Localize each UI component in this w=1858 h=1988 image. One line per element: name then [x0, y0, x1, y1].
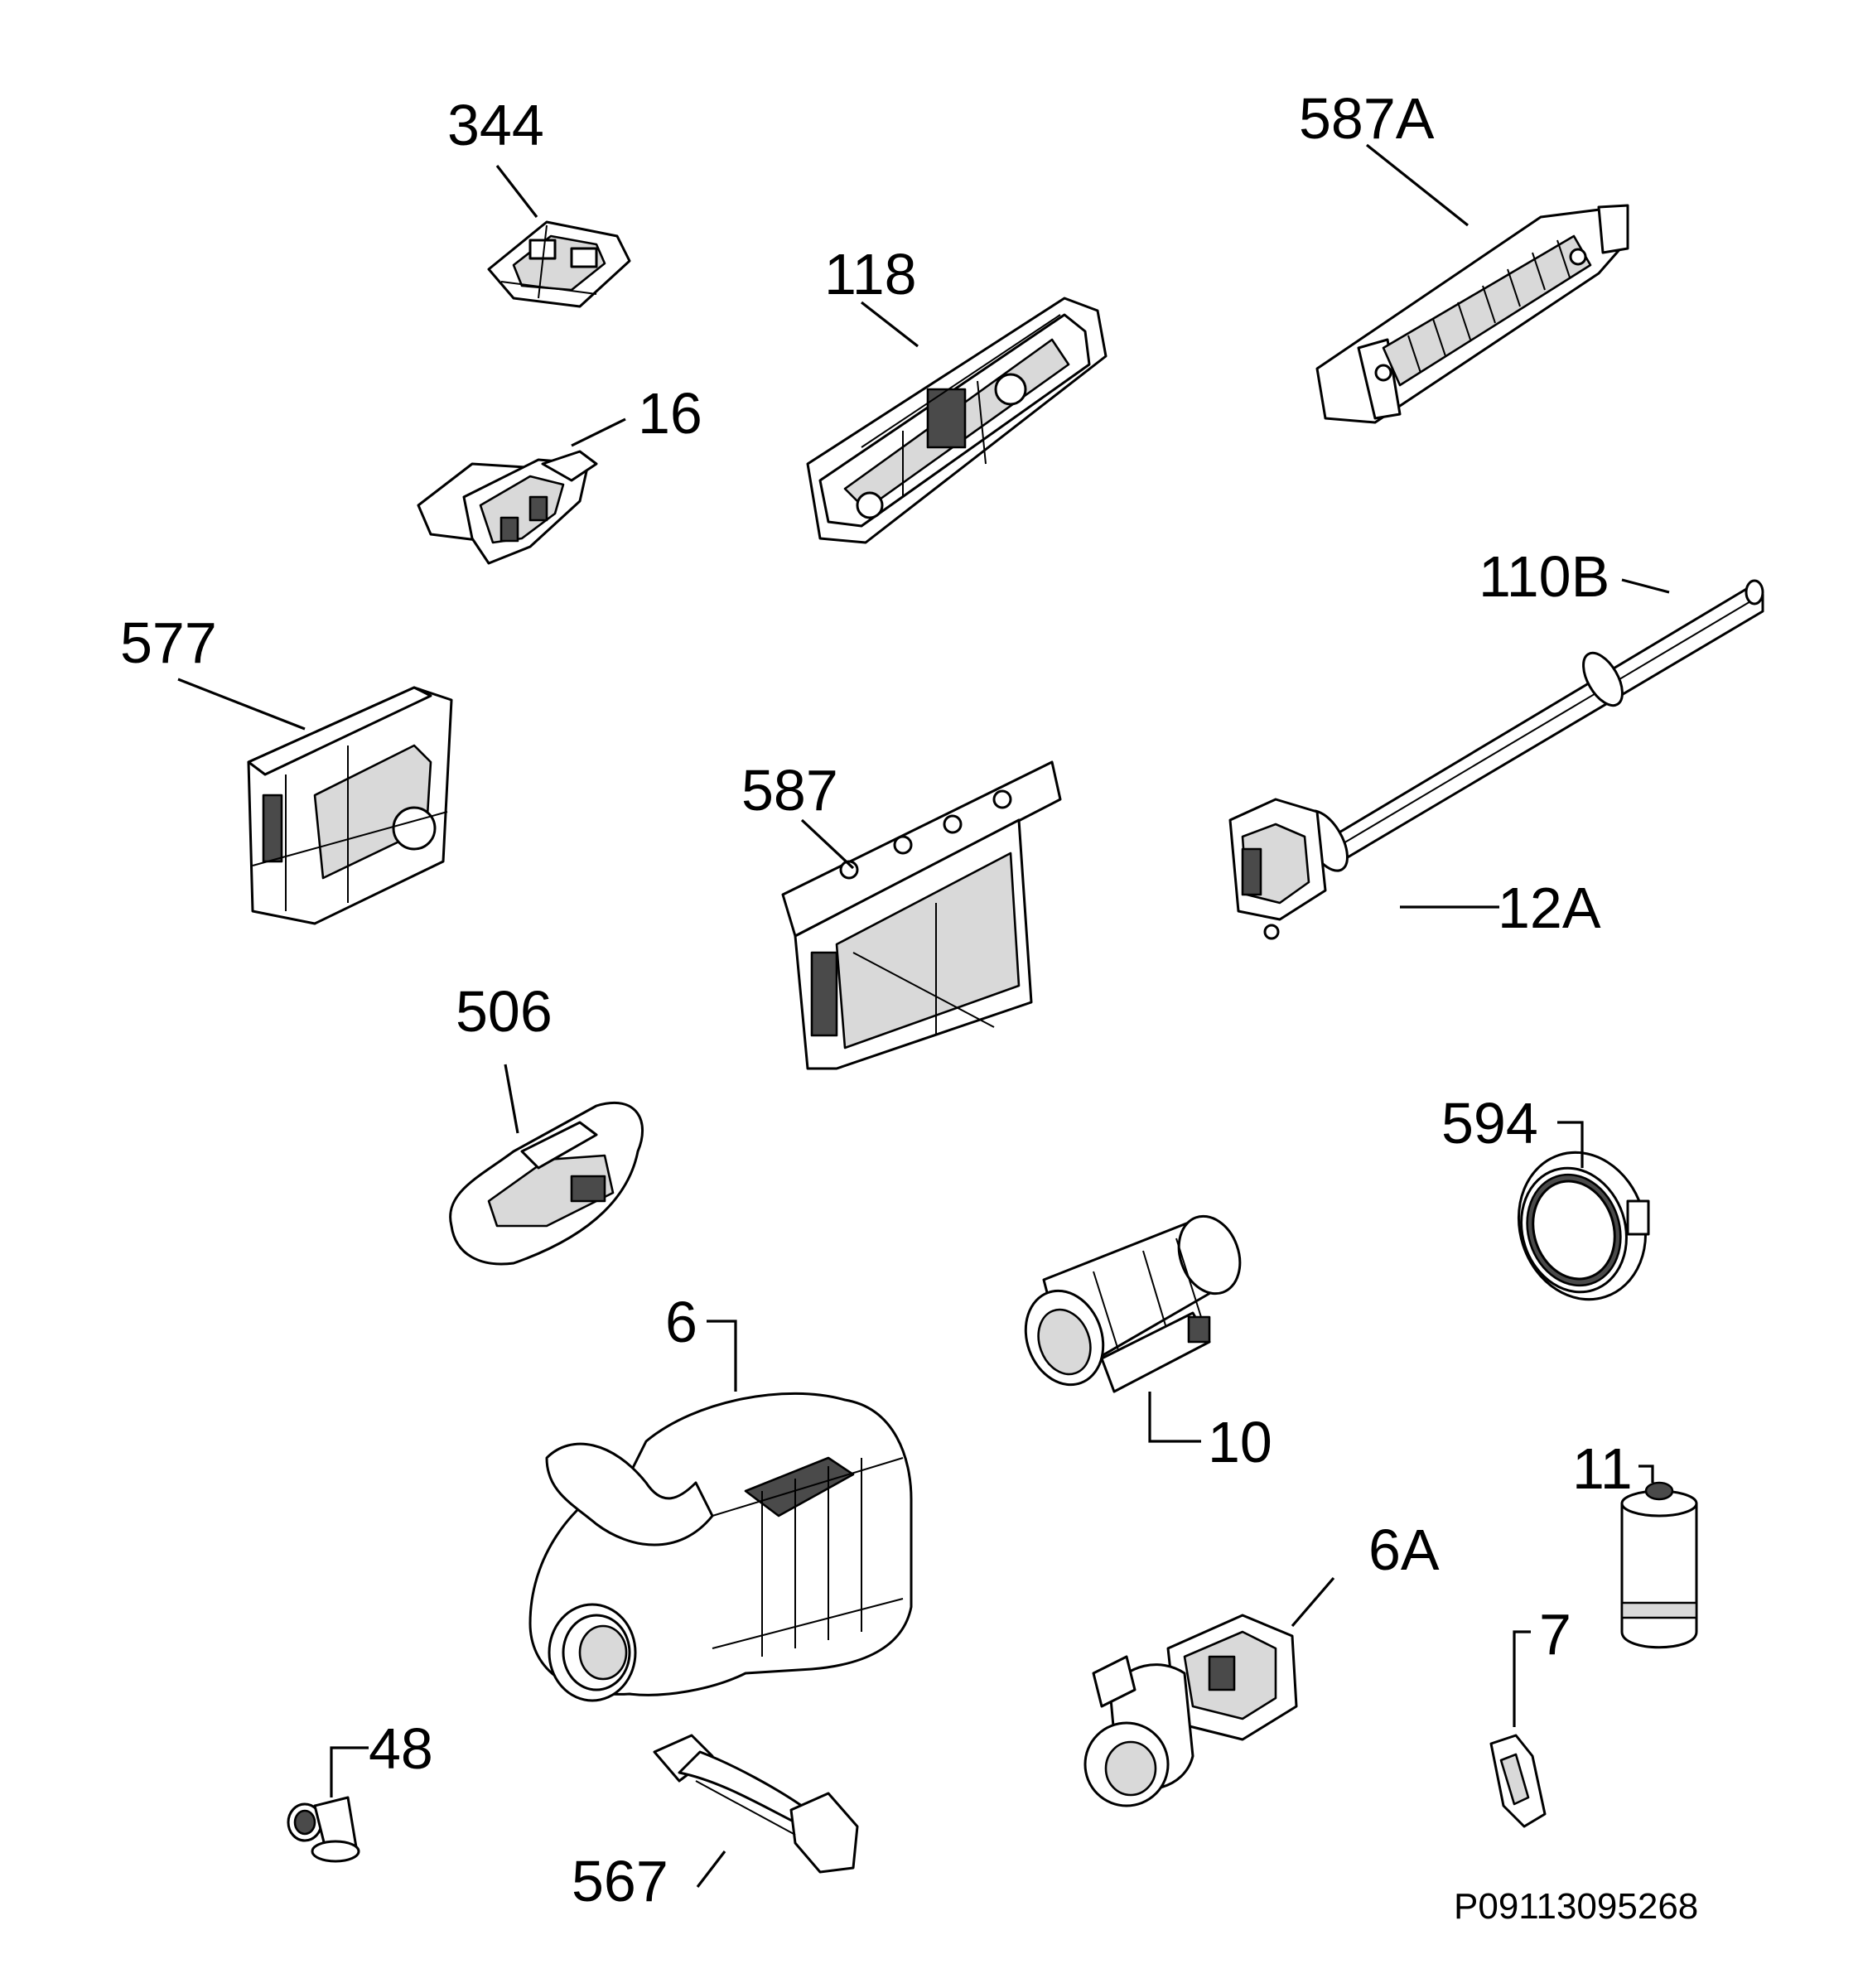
label-118: 118 [824, 242, 917, 306]
label-48: 48 [369, 1716, 433, 1781]
leader-6a [1291, 1576, 1335, 1628]
part-10 [1024, 1214, 1242, 1393]
label-12a: 12A [1498, 876, 1601, 940]
label-577: 577 [120, 610, 217, 675]
leader-48 [330, 1746, 369, 1797]
part-587a [1315, 204, 1629, 424]
label-6a: 6A [1368, 1518, 1440, 1582]
label-6: 6 [665, 1290, 697, 1354]
leader-506 [504, 1064, 519, 1134]
leader-11 [1638, 1464, 1654, 1483]
label-587: 587 [741, 758, 838, 823]
leader-587 [800, 818, 855, 870]
leader-577 [177, 678, 306, 731]
label-10: 10 [1208, 1410, 1272, 1474]
part-587 [781, 760, 1062, 1070]
part-48 [287, 1796, 360, 1863]
label-11: 11 [1572, 1436, 1633, 1501]
label-587a: 587A [1299, 86, 1435, 151]
part-12a [1228, 579, 1764, 940]
part-6a [1083, 1614, 1298, 1807]
label-110b: 110B [1479, 544, 1609, 609]
part-344 [487, 220, 631, 308]
leader-118 [861, 301, 919, 348]
part-118 [806, 297, 1108, 544]
label-7: 7 [1539, 1602, 1571, 1667]
part-11 [1620, 1481, 1698, 1649]
leader-594 [1557, 1121, 1584, 1168]
label-16: 16 [638, 381, 702, 446]
leader-567 [696, 1850, 726, 1888]
part-567 [653, 1734, 859, 1874]
label-567: 567 [572, 1849, 668, 1913]
leader-7 [1513, 1630, 1531, 1727]
leader-6 [707, 1320, 737, 1392]
leader-110b [1621, 578, 1670, 594]
part-6 [528, 1392, 913, 1702]
part-577 [247, 686, 453, 925]
label-506: 506 [456, 979, 553, 1044]
label-594: 594 [1441, 1091, 1538, 1156]
leader-344 [495, 165, 538, 218]
part-594 [1517, 1151, 1650, 1301]
part-506 [449, 1101, 644, 1266]
part-16 [417, 450, 598, 565]
label-344: 344 [447, 93, 544, 157]
leader-587a [1366, 143, 1469, 227]
leader-10 [1148, 1392, 1201, 1443]
diagram-code: P09113095268 [1454, 1886, 1698, 1927]
part-7 [1489, 1734, 1547, 1828]
leader-16 [571, 417, 626, 447]
